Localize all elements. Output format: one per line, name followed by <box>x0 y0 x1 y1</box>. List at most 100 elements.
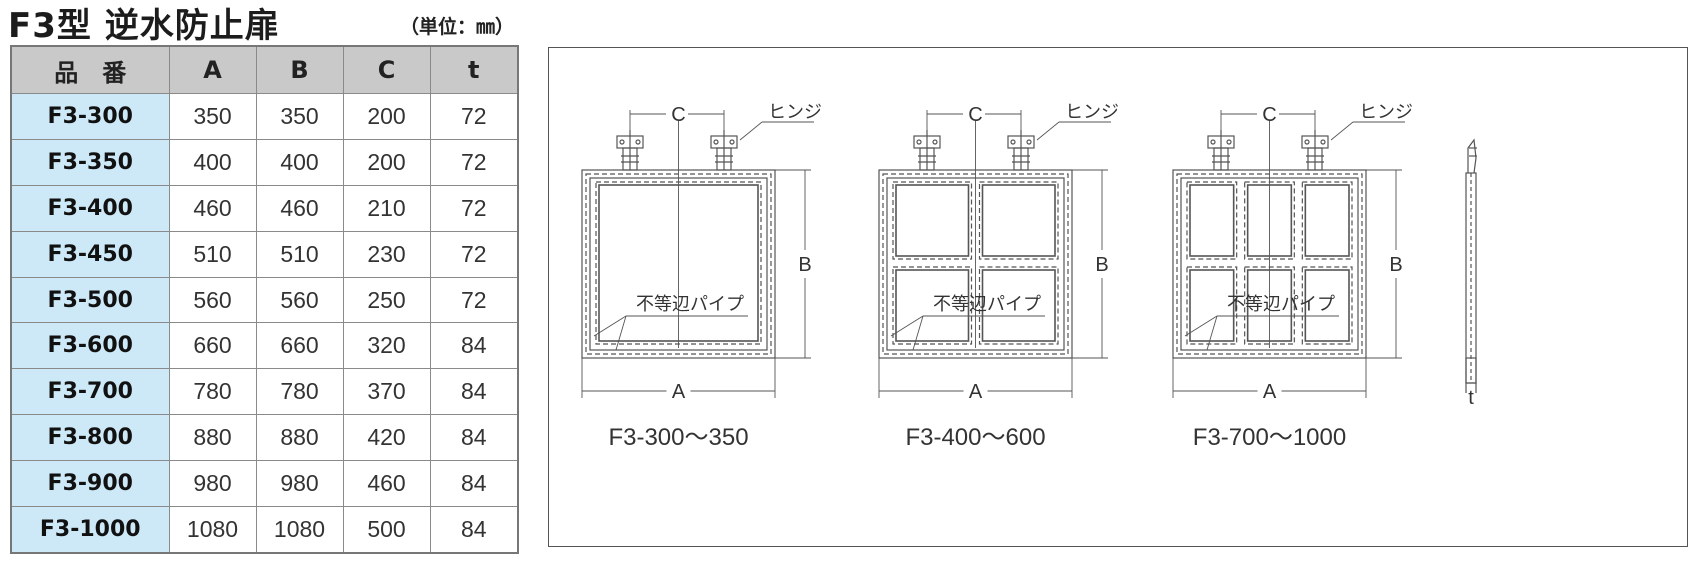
dimension-cell: 880 <box>168 414 257 462</box>
header-cell-part-no: 品 番 <box>10 45 170 94</box>
dimension-cell: 84 <box>429 506 519 554</box>
page-title: F3型 逆水防止扉 <box>8 6 280 46</box>
part-number-cell: F3-350 <box>10 138 170 186</box>
dimension-cell: 370 <box>342 368 431 416</box>
dimension-cell: 780 <box>168 368 257 416</box>
dimension-cell: 72 <box>429 138 519 186</box>
dim-label-b: B <box>798 254 811 276</box>
part-number-cell: F3-400 <box>10 184 170 232</box>
door-diagram <box>1172 110 1405 398</box>
header-cell-a: A <box>168 45 257 94</box>
dimension-cell: 84 <box>429 460 519 508</box>
dimension-cell: 350 <box>255 93 344 140</box>
hinge-icon <box>1207 130 1235 171</box>
dimension-cell: 500 <box>342 506 431 554</box>
diagram-caption: F3-400～600 <box>905 424 1045 451</box>
dimension-cell: 420 <box>342 414 431 462</box>
header-cell-c: C <box>342 45 431 94</box>
side-view <box>1465 138 1477 393</box>
dimension-cell: 880 <box>255 414 344 462</box>
door-diagram <box>878 110 1111 398</box>
dimension-cell: 84 <box>429 414 519 462</box>
unit-label: （単位：㎜） <box>400 16 515 38</box>
pipe-label: 不等辺パイプ <box>636 294 744 315</box>
dimension-cell: 200 <box>342 138 431 186</box>
dimension-cell: 560 <box>255 276 344 324</box>
pipe-label: 不等辺パイプ <box>933 294 1041 315</box>
dimension-cell: 460 <box>342 460 431 508</box>
hinge-label: ヒンジ <box>1065 102 1119 123</box>
dimension-cell: 980 <box>168 460 257 508</box>
part-number-cell: F3-500 <box>10 276 170 324</box>
part-number-cell: F3-800 <box>10 414 170 462</box>
dimension-cell: 780 <box>255 368 344 416</box>
diagram-panel: C ヒンジ B A 不等辺パイプ F3-300～350 C ヒンジ B A 不等辺パイプ F3-400… <box>548 47 1688 547</box>
dimension-cell: 72 <box>429 184 519 232</box>
hinge-label: ヒンジ <box>1359 102 1413 123</box>
diagram-caption: F3-300～350 <box>608 424 748 451</box>
dim-label-a: A <box>672 381 686 403</box>
part-number-cell: F3-700 <box>10 368 170 416</box>
header-cell-t: t <box>429 45 519 94</box>
part-number-cell: F3-450 <box>10 230 170 278</box>
dimension-cell: 72 <box>429 93 519 140</box>
dimension-cell: 400 <box>168 138 257 186</box>
hinge-icon <box>913 130 941 171</box>
dim-label-t: t <box>1468 387 1474 409</box>
dimension-cell: 400 <box>255 138 344 186</box>
dimension-cell: 200 <box>342 93 431 140</box>
dimension-cell: 510 <box>168 230 257 278</box>
diagram-caption: F3-700～1000 <box>1193 424 1346 451</box>
dimension-cell: 72 <box>429 230 519 278</box>
dimension-cell: 1080 <box>168 506 257 554</box>
dim-label-c: C <box>671 104 685 126</box>
dimension-cell: 230 <box>342 230 431 278</box>
dim-label-b: B <box>1095 254 1108 276</box>
hinge-icon <box>710 130 738 171</box>
dimension-cell: 660 <box>168 322 257 370</box>
dimension-cell: 320 <box>342 322 431 370</box>
dim-label-a: A <box>969 381 983 403</box>
dimension-cell: 84 <box>429 368 519 416</box>
dimension-cell: 460 <box>255 184 344 232</box>
dimension-cell: 460 <box>168 184 257 232</box>
hinge-icon <box>616 130 644 171</box>
hinge-icon <box>1301 130 1329 171</box>
part-number-cell: F3-600 <box>10 322 170 370</box>
dimension-cell: 250 <box>342 276 431 324</box>
dimension-cell: 350 <box>168 93 257 140</box>
dimension-cell: 1080 <box>255 506 344 554</box>
header-cell-b: B <box>255 45 344 94</box>
dimension-cell: 510 <box>255 230 344 278</box>
dimension-cell: 660 <box>255 322 344 370</box>
diagram-canvas: C ヒンジ B A 不等辺パイプ F3-300～350 C ヒンジ B A 不等辺パイプ F3-400… <box>581 102 1477 451</box>
dim-label-a: A <box>1263 381 1277 403</box>
dim-label-c: C <box>968 104 982 126</box>
dimension-cell: 84 <box>429 322 519 370</box>
hinge-icon <box>1007 130 1035 171</box>
part-number-cell: F3-1000 <box>10 506 170 554</box>
part-number-cell: F3-900 <box>10 460 170 508</box>
dim-label-c: C <box>1262 104 1276 126</box>
dim-label-b: B <box>1389 254 1402 276</box>
dimension-cell: 560 <box>168 276 257 324</box>
pipe-label: 不等辺パイプ <box>1227 294 1335 315</box>
dimension-cell: 980 <box>255 460 344 508</box>
part-number-cell: F3-300 <box>10 93 170 140</box>
hinge-label: ヒンジ <box>768 102 822 123</box>
table-header-row: 品 番 A B C t <box>10 45 519 94</box>
door-diagram <box>581 110 814 398</box>
dimension-cell: 210 <box>342 184 431 232</box>
dimension-cell: 72 <box>429 276 519 324</box>
